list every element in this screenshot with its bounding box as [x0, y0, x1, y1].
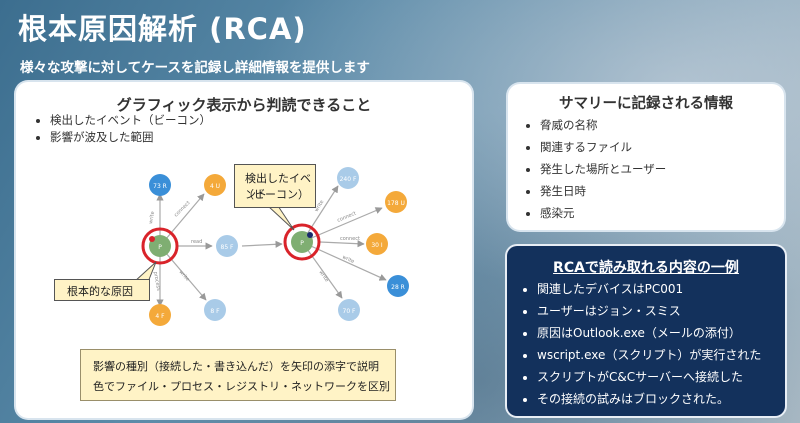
graph-edge — [301, 241, 343, 299]
graph-node-label: 73 R — [153, 183, 167, 190]
edge-label: read — [191, 239, 202, 245]
list-item: 関連したデバイスはPC001 — [537, 278, 761, 300]
list-item: ユーザーはジョン・スミス — [537, 300, 761, 322]
callout-pointer — [266, 205, 295, 231]
graph-node-label: 30 I — [371, 242, 383, 249]
list-item: 感染元 — [540, 202, 666, 224]
graph-node — [338, 299, 360, 321]
graph-node — [385, 191, 407, 213]
summary-card: サマリーに記録される情報 脅威の名称 関連するファイル 発生した場所とユーザー … — [508, 84, 784, 230]
summary-list: 脅威の名称 関連するファイル 発生した場所とユーザー 発生日時 感染元 — [524, 114, 666, 224]
rca-card-heading: RCAで読み取れる内容の一例 — [553, 260, 739, 276]
graph-node-label: 8 F — [210, 308, 220, 315]
graph-edge — [319, 240, 365, 248]
page-title: 根本原因解析 (RCA) — [18, 12, 307, 46]
legend-note-line: 色でファイル・プロセス・レジストリ・ネットワークを区別 — [93, 380, 390, 393]
graph-node — [387, 275, 409, 297]
graph-node — [337, 167, 359, 189]
graph-node-label: 28 R — [391, 284, 405, 291]
graph-node — [149, 304, 171, 326]
list-item: スクリプトがC&Cサーバーへ接続した — [537, 366, 761, 388]
rca-list: 関連したデバイスはPC001 ユーザーはジョン・スミス 原因はOutlook.e… — [519, 278, 761, 410]
graph-edge — [301, 207, 383, 243]
graph-node-label: 4 U — [210, 183, 220, 190]
page-subtitle: 様々な攻撃に対してケースを記録し詳細情報を提供します — [20, 60, 370, 76]
graph-node — [366, 233, 388, 255]
list-item: 発生した場所とユーザー — [540, 158, 666, 180]
beacon-dot-icon — [307, 232, 313, 238]
graph-card-bullets: 検出したイベント（ビーコン） 影響が波及した範囲 — [34, 112, 211, 146]
edge-label: connect — [173, 200, 191, 218]
graph-edge — [301, 185, 339, 243]
summary-card-heading: サマリーに記録される情報 — [559, 96, 733, 112]
rca-example-card: RCAで読み取れる内容の一例 関連したデバイスはPC001 ユーザーはジョン・ス… — [507, 246, 785, 416]
list-item: その接続の試みはブロックされた。 — [537, 388, 761, 410]
list-item: 原因はOutlook.exe（メールの添付） — [537, 322, 761, 344]
graph-edge — [159, 245, 207, 301]
graph-node — [216, 235, 238, 257]
alert-dot-icon — [149, 236, 155, 242]
graph-node — [204, 299, 226, 321]
graph-node-label: 240 F — [340, 176, 357, 183]
edge-label: write — [178, 269, 191, 282]
event-callout-line: 検出したイベント — [245, 172, 311, 201]
graph-edge — [301, 241, 387, 281]
root-cause-ring — [141, 227, 179, 265]
list-item: 発生日時 — [540, 180, 666, 202]
list-item: 脅威の名称 — [540, 114, 666, 136]
rca-graph: write connect read process write write c… — [132, 167, 409, 326]
graph-node-label: P — [300, 240, 304, 247]
list-item: 関連するファイル — [540, 136, 666, 158]
legend-note-line: 影響の種別（接続した・書き込んだ）を矢印の添字で説明 — [93, 360, 379, 373]
graph-node — [149, 174, 171, 196]
edge-label: connect — [340, 236, 360, 242]
graph-node-label: 70 F — [343, 308, 357, 315]
graph-card-heading: グラフィック表示から判読できること — [116, 96, 372, 114]
list-item: wscript.exe（スクリプト）が実行された — [537, 344, 761, 366]
graph-node-label: 85 F — [221, 244, 235, 251]
list-item: 検出したイベント（ビーコン） — [50, 112, 211, 129]
graph-edge — [241, 240, 283, 248]
graph-node — [204, 174, 226, 196]
graph-edge — [159, 193, 205, 247]
graph-node-label: 4 F — [155, 313, 165, 320]
edge-label: write — [317, 270, 329, 284]
detection-ring — [283, 223, 321, 261]
edge-label: write — [314, 199, 326, 213]
root-cause-callout-text: 根本的な原因 — [67, 285, 133, 298]
graph-node-label: P — [158, 244, 162, 251]
edge-label: connect — [336, 211, 357, 224]
edge-label: write — [148, 211, 156, 224]
edge-label: write — [341, 254, 355, 265]
event-callout: 検出したイベント （ビーコン） — [234, 164, 316, 208]
event-callout-line: （ビーコン） — [243, 188, 309, 201]
list-item: 影響が波及した範囲 — [50, 129, 211, 146]
graph-node-label: 178 U — [387, 200, 405, 207]
edge-label: process — [152, 271, 161, 291]
root-cause-callout: 根本的な原因 — [54, 279, 150, 301]
legend-note-box: 影響の種別（接続した・書き込んだ）を矢印の添字で説明 色でファイル・プロセス・レ… — [80, 349, 396, 401]
